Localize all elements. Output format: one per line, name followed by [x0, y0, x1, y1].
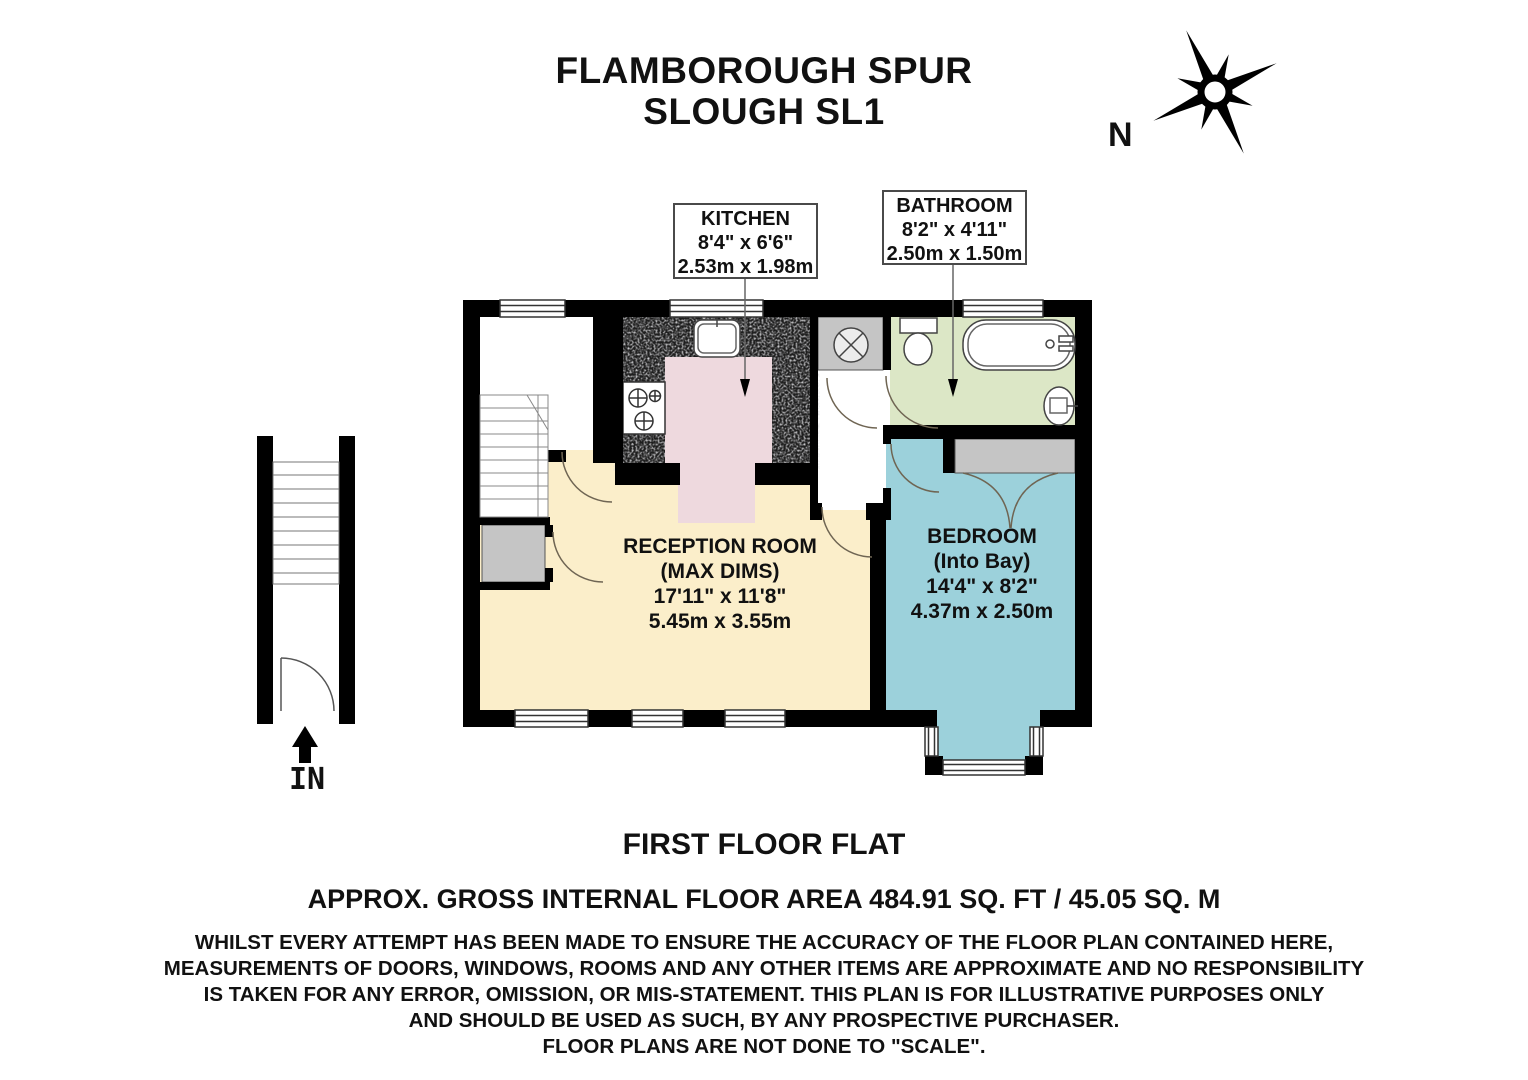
floor-area-total: APPROX. GROSS INTERNAL FLOOR AREA 484.91…	[307, 884, 1221, 914]
wall-top	[463, 300, 1092, 317]
entrance-in-arrow	[292, 726, 318, 763]
disclaimer-line: FLOOR PLANS ARE NOT DONE TO "SCALE".	[542, 1035, 986, 1058]
toilet	[899, 317, 938, 366]
disclaimer: WHILST EVERY ATTEMPT HAS BEEN MADE TO EN…	[0, 930, 1528, 1060]
window	[669, 299, 764, 318]
bay-window-floor	[937, 710, 1040, 762]
wall-bottom-right	[1040, 710, 1092, 727]
bathroom-callout-imperial: 8'2" x 4'11"	[901, 219, 1008, 241]
window	[631, 709, 684, 728]
window	[962, 299, 1044, 318]
wall-segment	[339, 436, 355, 724]
wall-bathroom-bedroom	[883, 425, 1075, 439]
floor-name: FIRST FLOOR FLAT	[622, 828, 906, 861]
disclaimer-line: IS TAKEN FOR ANY ERROR, OMISSION, OR MIS…	[203, 983, 1325, 1006]
bedroom-imperial: 14'4" x 8'2"	[926, 575, 1038, 598]
bedroom-floor	[886, 427, 1075, 710]
reception-metric: 5.45m x 3.55m	[648, 610, 792, 633]
bedroom-note: (Into Bay)	[933, 550, 1031, 573]
bathroom-door-swing	[885, 375, 939, 429]
kitchen-area	[622, 313, 810, 523]
hallway-floor	[818, 370, 883, 510]
reception-name: RECEPTION ROOM	[623, 535, 817, 558]
kitchen-floor	[665, 357, 772, 463]
bedroom-door-swing	[890, 443, 940, 493]
disclaimer-line: AND SHOULD BE USED AS SUCH, BY ANY PROSP…	[408, 1009, 1120, 1032]
wall-segment	[257, 436, 273, 724]
bay-corner	[1025, 756, 1043, 775]
reception-cupboard	[481, 524, 546, 583]
kitchen-leader-arrow	[740, 379, 750, 397]
wardrobe	[943, 438, 1076, 474]
reception-note: (MAX DIMS)	[660, 560, 780, 583]
bathroom-callout: BATHROOM 8'2" x 4'11" 2.50m x 1.50m	[882, 190, 1027, 265]
bay-corner	[925, 756, 943, 775]
landing-door-swing	[561, 451, 613, 503]
entrance-door-swing	[280, 657, 335, 712]
wall-landing-kitchen	[593, 317, 623, 463]
wall-reception-bedroom	[870, 505, 886, 710]
kitchen-callout-imperial: 8'4" x 6'6"	[697, 232, 794, 254]
plan-title-line2: SLOUGH SL1	[643, 91, 885, 132]
bay-window-front	[942, 759, 1026, 776]
kitchen-callout-metric: 2.53m x 1.98m	[677, 256, 814, 278]
internal-stairs	[479, 394, 549, 518]
door-swings	[552, 375, 1059, 583]
hall-cupboard-door-swing	[826, 377, 878, 429]
wall-right	[1075, 300, 1092, 727]
window	[724, 709, 786, 728]
hall-door-swing	[821, 506, 873, 558]
reception-imperial: 17'11" x 11'8"	[653, 585, 787, 608]
entrance-stairwell	[257, 436, 355, 763]
wall-kitchen-hall	[810, 317, 818, 510]
bathroom-fixtures	[899, 317, 1078, 426]
kitchen-sink	[693, 313, 741, 358]
window	[514, 709, 589, 728]
kitchen-doorway-floor	[678, 463, 755, 523]
bathroom-leader-arrow	[948, 379, 958, 397]
entrance-stairs	[272, 461, 340, 585]
bay-window-right	[1029, 726, 1044, 757]
basin	[1043, 386, 1078, 426]
windows	[499, 299, 1044, 776]
hall-cupboard	[817, 316, 884, 371]
callout-leaders	[740, 263, 958, 397]
bathtub	[962, 319, 1076, 371]
kitchen-callout-name: KITCHEN	[701, 208, 790, 230]
entrance-in-label: IN	[288, 762, 326, 797]
cupboard-door-swing	[552, 531, 604, 583]
bedroom-metric: 4.37m x 2.50m	[910, 600, 1054, 623]
reception-room-label: RECEPTION ROOM (MAX DIMS) 17'11" x 11'8"…	[560, 534, 880, 634]
compass-rose-icon	[1153, 30, 1277, 154]
bathroom-callout-metric: 2.50m x 1.50m	[886, 243, 1023, 265]
bedroom-name: BEDROOM	[927, 525, 1037, 548]
wardrobe-door-swing	[1010, 472, 1059, 529]
bathroom-callout-name: BATHROOM	[896, 195, 1013, 217]
plan-title-line1: FLAMBOROUGH SPUR	[555, 50, 973, 91]
disclaimer-line: MEASUREMENTS OF DOORS, WINDOWS, ROOMS AN…	[163, 957, 1365, 980]
compass-north-label: N	[1108, 116, 1133, 154]
bedroom-label: BEDROOM (Into Bay) 14'4" x 8'2" 4.37m x …	[886, 524, 1078, 624]
wardrobe-door-swing	[962, 472, 1011, 529]
kitchen-callout: KITCHEN 8'4" x 6'6" 2.53m x 1.98m	[673, 203, 818, 279]
window	[499, 299, 566, 318]
bay-window-left	[924, 726, 939, 757]
wall-left	[463, 300, 480, 727]
hob	[622, 381, 666, 435]
plan-title: FLAMBOROUGH SPUR SLOUGH SL1	[0, 50, 1528, 132]
disclaimer-line: WHILST EVERY ATTEMPT HAS BEEN MADE TO EN…	[194, 931, 1334, 954]
